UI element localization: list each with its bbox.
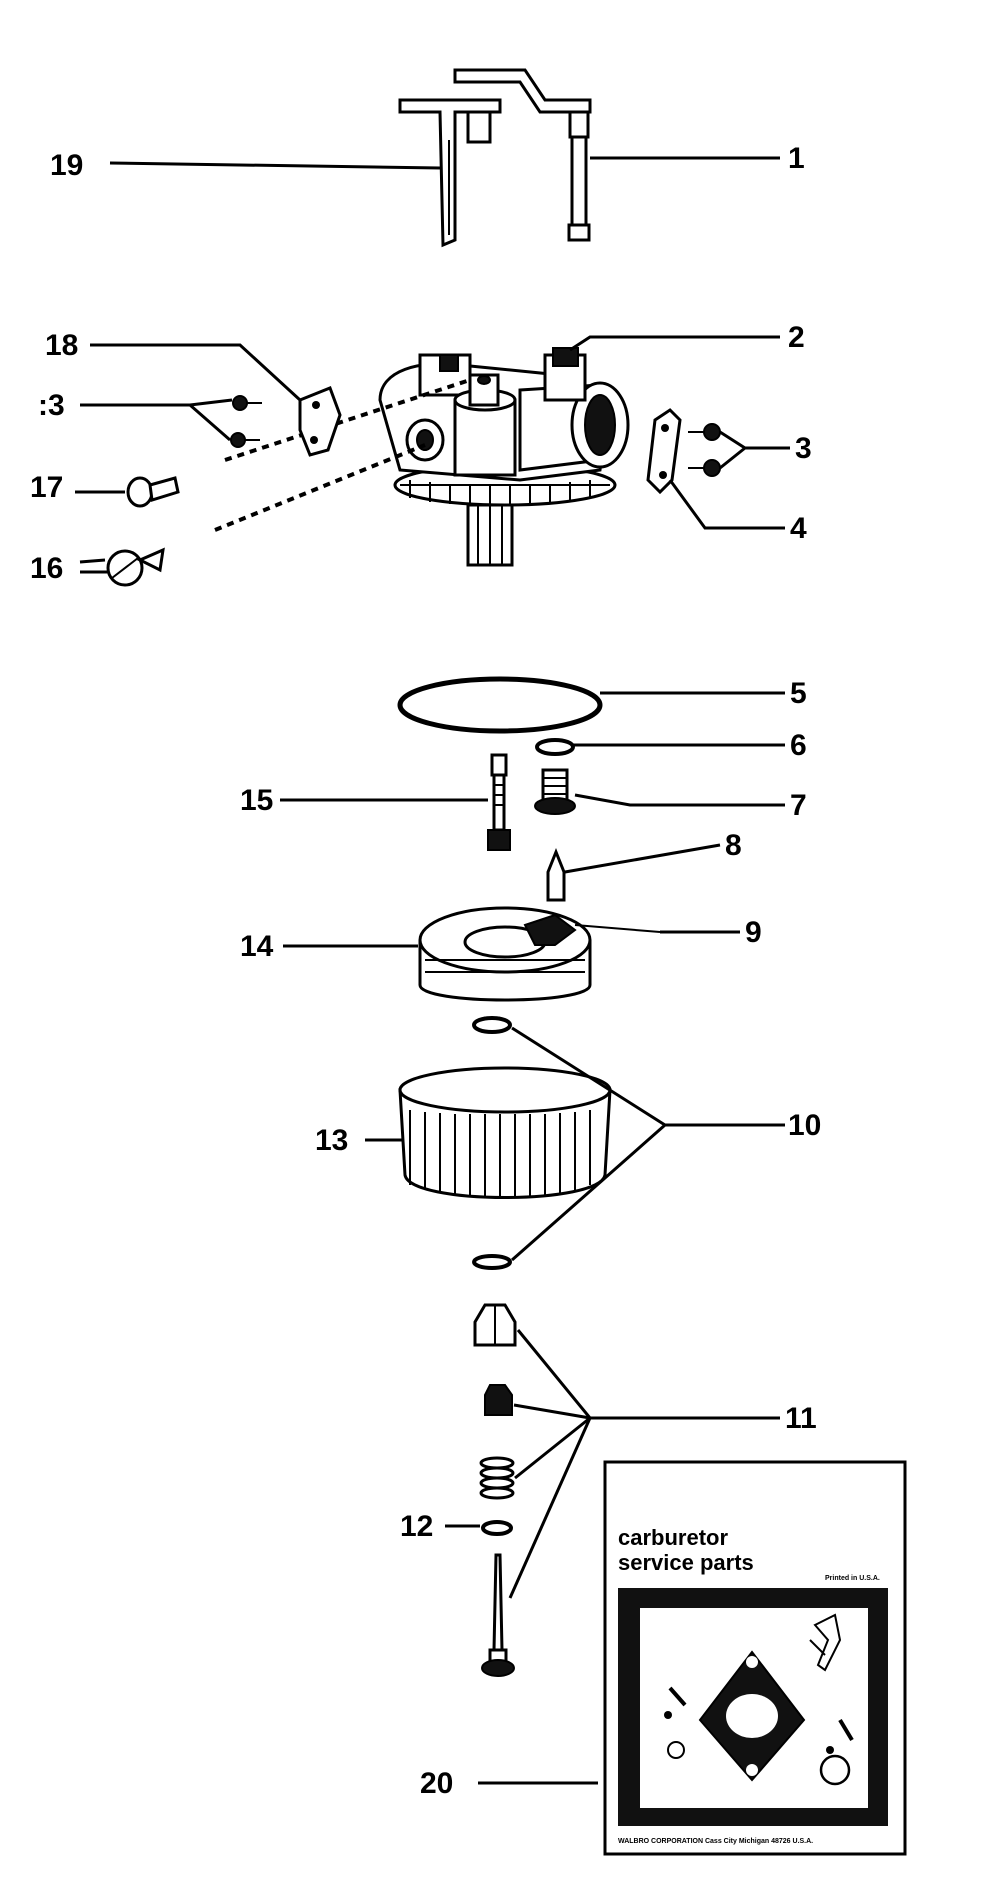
callout-6: 6 [790, 729, 807, 762]
callout-15: 15 [240, 784, 273, 817]
part-13-float-bowl [398, 1066, 612, 1199]
package-shaft-illustration [809, 1613, 842, 1672]
package-screw-illustration [664, 1686, 687, 1759]
part-5-o-ring [397, 676, 603, 734]
callout-20: 20 [420, 1767, 453, 1800]
callout-labels: 19 1 18 2 :3 3 17 4 16 5 6 15 7 8 9 14 1… [30, 142, 821, 1800]
callout-5: 5 [790, 677, 807, 710]
part-17-screw [126, 476, 180, 508]
package-title-line2: service parts [618, 1550, 754, 1575]
package-footer: WALBRO CORPORATION Cass City Michigan 48… [618, 1838, 813, 1845]
callout-13: 13 [315, 1124, 348, 1157]
callout-9: 9 [745, 916, 762, 949]
part-3-screws-right [688, 423, 721, 477]
callout-14: 14 [240, 930, 274, 963]
callout-17: 17 [30, 471, 63, 504]
leader-lines [75, 156, 790, 1785]
part-3-screws-left [230, 395, 262, 448]
carburetor-body [378, 347, 630, 567]
part-11-bowl-nut [473, 1303, 517, 1347]
part-11-jet [484, 1384, 513, 1416]
part-15-adjustment-screw [487, 753, 511, 851]
callout-19: 19 [50, 149, 83, 182]
part-8-inlet-needle [546, 847, 566, 902]
assembly-line-lower [214, 443, 426, 532]
part-10-gasket [472, 1016, 512, 1034]
part-14-float [418, 906, 592, 1002]
callout-3-right: 3 [795, 432, 812, 465]
part-7-inlet-seat [534, 768, 576, 815]
part-4-gasket [646, 408, 682, 495]
part-10-washer-lower [472, 1254, 512, 1270]
callout-10: 10 [788, 1109, 821, 1142]
callout-3-left: :3 [38, 389, 65, 422]
part-20-service-package: carburetor service parts Printed in U.S.… [603, 1460, 907, 1856]
part-6-washer [535, 738, 575, 756]
package-gasket-illustration [698, 1650, 806, 1782]
part-1-throttle-shaft [453, 68, 592, 242]
callout-7: 7 [790, 789, 807, 822]
part-11-needle [481, 1553, 515, 1677]
callout-12: 12 [400, 1510, 433, 1543]
package-printed-note: Printed in U.S.A. [825, 1575, 880, 1582]
body-base-teeth [409, 480, 591, 505]
callout-11: 11 [785, 1402, 817, 1435]
part-18-gasket [298, 386, 342, 457]
callout-16: 16 [30, 552, 63, 585]
callout-1: 1 [788, 142, 805, 175]
part-11-spring [479, 1456, 515, 1500]
part-12-o-ring [481, 1520, 513, 1536]
part-19-choke-shaft [398, 98, 502, 248]
package-title-line1: carburetor [618, 1525, 728, 1550]
part-16-screw [106, 547, 165, 587]
part-9-float-pin [574, 924, 661, 933]
callout-4: 4 [790, 512, 807, 545]
assembly-line-upper [224, 378, 471, 462]
callout-18: 18 [45, 329, 78, 362]
callout-8: 8 [725, 829, 742, 862]
package-ring-illustration [819, 1718, 854, 1786]
callout-2: 2 [788, 321, 805, 354]
